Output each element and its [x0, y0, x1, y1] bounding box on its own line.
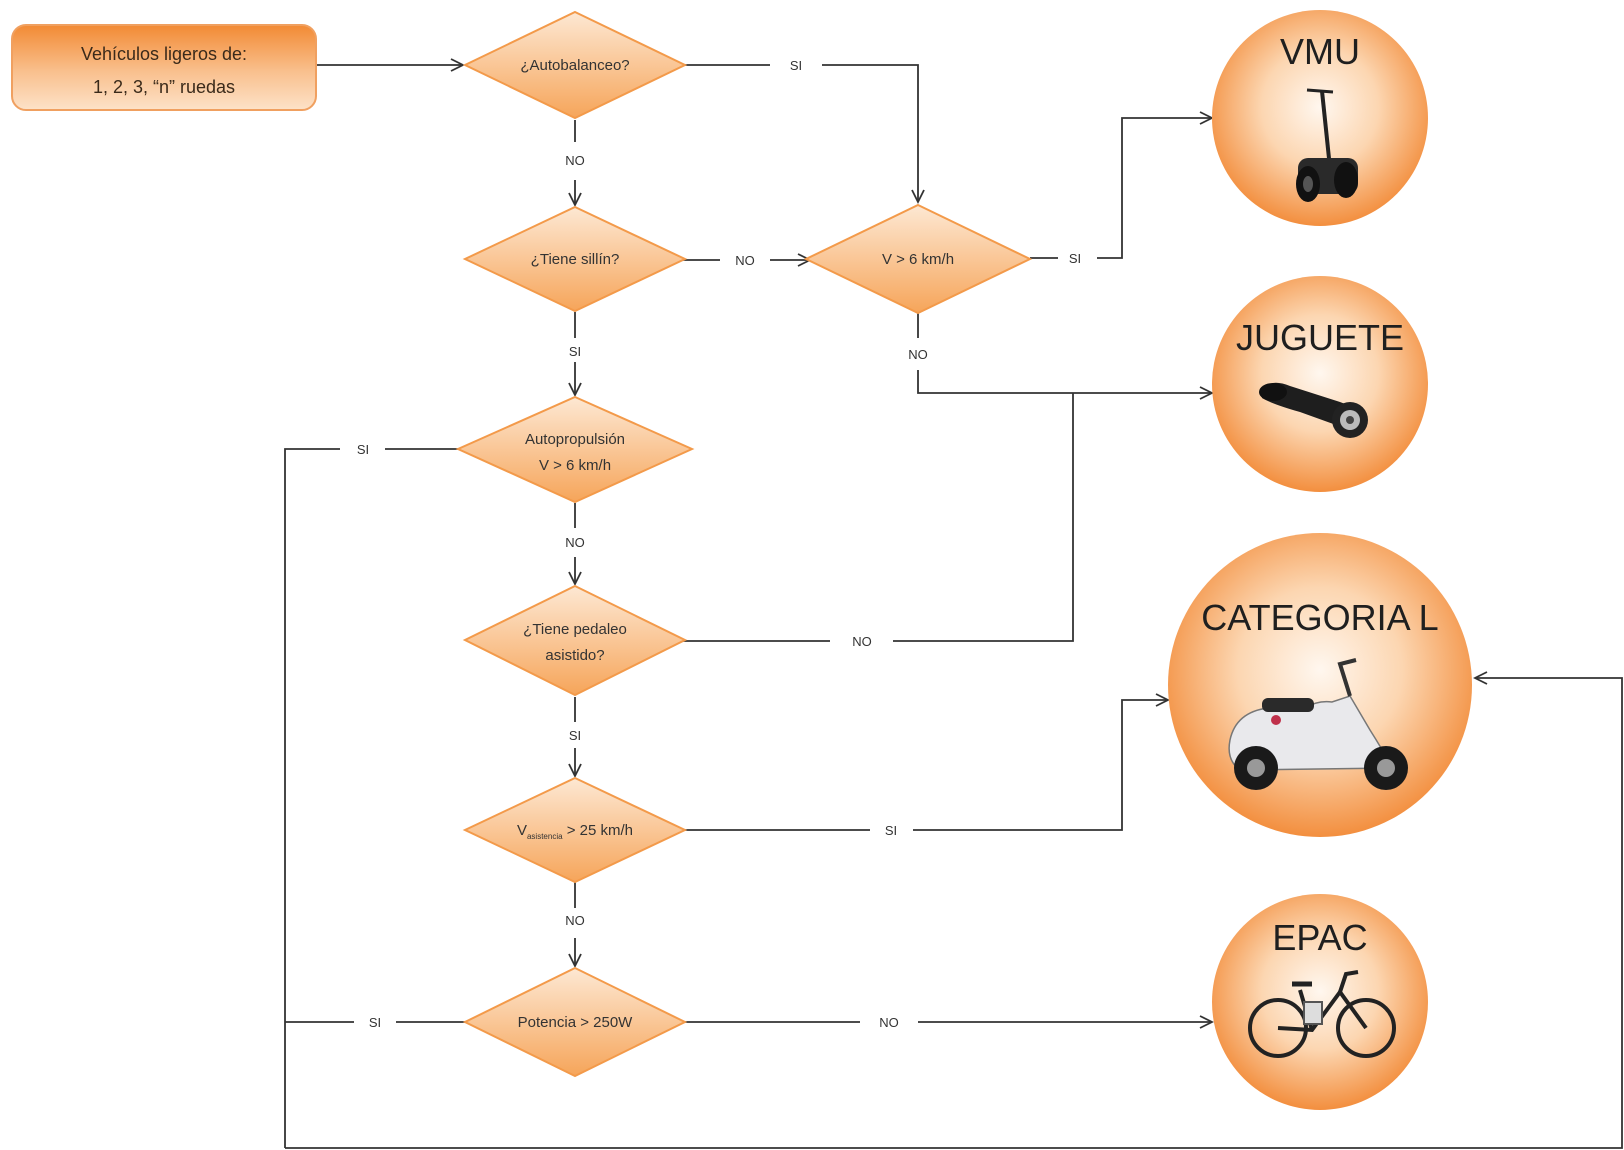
decision-potencia: Potencia > 250W	[462, 966, 688, 1078]
result-epac-label: EPAC	[1272, 917, 1367, 958]
edge-label-si: SI	[369, 1015, 381, 1030]
decision-vasistencia: Vasistencia > 25 km/h	[462, 776, 688, 884]
edge-pedaleo-no-b	[893, 393, 1074, 642]
decision-autopropulsion-line1: Autopropulsión	[525, 431, 625, 448]
edge-label-si: SI	[357, 442, 369, 457]
edge-vel-no-b	[917, 370, 1212, 393]
result-categoria-l: CATEGORIA L	[1168, 533, 1472, 837]
hoverboard-icon	[1259, 382, 1368, 438]
result-juguete-label: JUGUETE	[1236, 317, 1404, 358]
decision-potencia-label: Potencia > 250W	[518, 1014, 633, 1031]
decision-autopropulsion: Autopropulsión V > 6 km/h	[455, 395, 695, 504]
decision-pedaleo-line2: asistido?	[545, 647, 604, 664]
decision-autobalanceo-label: ¿Autobalanceo?	[520, 57, 629, 74]
connectors	[284, 64, 1623, 1149]
edge-label-no: NO	[565, 153, 585, 168]
vasist-sub: asistencia	[527, 832, 563, 841]
decision-autopropulsion-line2: V > 6 km/h	[539, 457, 611, 474]
edge-vel-si-b	[1097, 118, 1212, 259]
edge-autobalanceo-si-b	[822, 64, 918, 202]
result-vmu-label: VMU	[1280, 31, 1360, 72]
start-line2: 1, 2, 3, “n” ruedas	[93, 77, 235, 97]
edge-return-categoria	[285, 678, 1623, 1149]
decision-pedaleo: ¿Tiene pedaleo asistido?	[462, 584, 688, 697]
decision-velocidad-label: V > 6 km/h	[882, 251, 954, 268]
result-vmu: VMU	[1212, 10, 1428, 226]
result-juguete: JUGUETE	[1212, 276, 1428, 492]
start-line1: Vehículos ligeros de:	[81, 44, 247, 64]
scooter-icon	[1228, 658, 1408, 790]
edge-label-no: NO	[852, 634, 872, 649]
edge-label-si: SI	[569, 728, 581, 743]
edge-vasist-si-b	[913, 700, 1168, 831]
edge-autoprop-si-b	[284, 448, 340, 1148]
edge-label-no: NO	[908, 347, 928, 362]
decision-velocidad: V > 6 km/h	[803, 203, 1033, 315]
vasist-v: V	[517, 822, 527, 839]
result-epac: EPAC	[1212, 894, 1428, 1110]
start-node: Vehículos ligeros de: 1, 2, 3, “n” rueda…	[11, 24, 317, 111]
edge-label-si: SI	[790, 58, 802, 73]
decision-sillin-label: ¿Tiene sillín?	[531, 251, 620, 268]
segway-icon	[1296, 88, 1358, 202]
ebike-icon	[1248, 970, 1396, 1058]
decision-autobalanceo: ¿Autobalanceo?	[462, 10, 688, 120]
edge-label-no: NO	[879, 1015, 899, 1030]
result-categoria-l-label: CATEGORIA L	[1201, 597, 1438, 638]
vasist-rest: > 25 km/h	[563, 822, 633, 839]
edge-label-si: SI	[885, 823, 897, 838]
edge-label-no: NO	[735, 253, 755, 268]
decision-pedaleo-line1: ¿Tiene pedaleo	[523, 621, 627, 638]
edge-label-si: SI	[569, 344, 581, 359]
edge-label-no: NO	[565, 913, 585, 928]
edge-label-si: SI	[1069, 251, 1081, 266]
decision-sillin: ¿Tiene sillín?	[462, 205, 688, 313]
edge-label-no: NO	[565, 535, 585, 550]
edge-labels: SI NO NO SI SI NO SI NO NO SI SI NO SI N…	[357, 58, 1081, 1030]
decision-vasistencia-label: Vasistencia > 25 km/h	[517, 822, 633, 841]
